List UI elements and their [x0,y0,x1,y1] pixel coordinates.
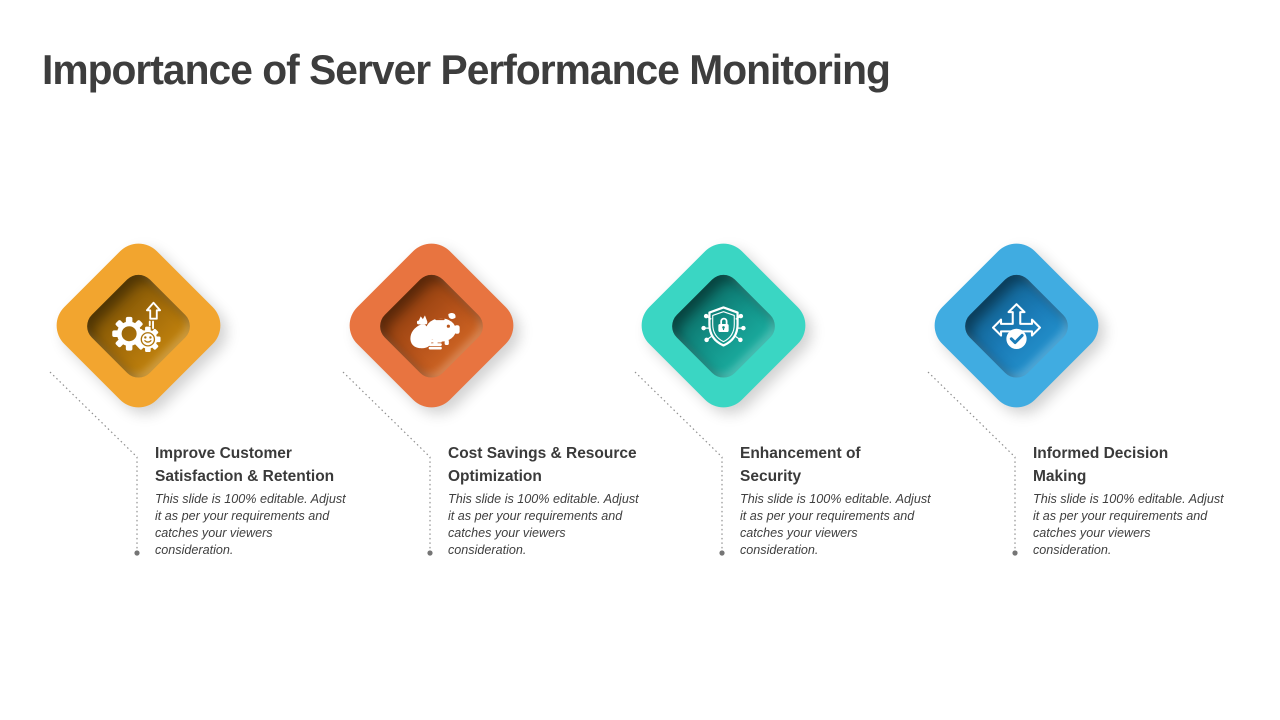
card-heading: Enhancement of Security [740,445,861,485]
card-text-block: Informed Decision Making This slide is 1… [1033,443,1248,559]
diamond-security [630,232,816,418]
card-body: This slide is 100% editable. Adjust it a… [448,492,639,557]
diamond-cost-savings: $ [338,232,524,418]
card-text-block: Enhancement of Security This slide is 10… [740,443,955,559]
card-text-block: Cost Savings & Resource Optimization Thi… [448,443,663,559]
card-heading: Cost Savings & Resource Optimization [448,445,637,485]
gears-smiley-growth-icon [108,295,168,355]
card-improve-customer-satisfaction: Improve Customer Satisfaction & Retentio… [45,230,357,575]
diamond-inner-shape [80,267,196,383]
connector-line [342,371,433,556]
diamond-inner-shape [665,267,781,383]
diamond-outer-shape: $ [338,232,524,418]
diamond-outer-shape [45,232,231,418]
card-text-block: Improve Customer Satisfaction & Retentio… [155,443,370,559]
card-heading: Informed Decision Making [1033,445,1169,485]
diamond-outer-shape [923,232,1109,418]
card-body: This slide is 100% editable. Adjust it a… [1033,492,1224,557]
slide-title: Importance of Server Performance Monitor… [42,46,891,93]
card-security-enhancement: Enhancement of Security This slide is 10… [630,230,942,575]
diamond-inner-shape: $ [373,267,489,383]
card-informed-decision-making: Informed Decision Making This slide is 1… [923,230,1235,575]
connector-line [49,371,140,556]
shield-lock-network-icon [693,295,753,355]
decision-arrows-check-icon [986,295,1046,355]
card-cost-savings-optimization: $ Cost Savings & Resource Optimization T… [338,230,650,575]
connector-line [927,371,1018,556]
diamond-informed-decision [923,232,1109,418]
card-body: This slide is 100% editable. Adjust it a… [740,492,931,557]
svg-text:$: $ [420,331,427,342]
card-heading: Improve Customer Satisfaction & Retentio… [155,445,335,485]
diamond-improve-customer [45,232,231,418]
connector-line [634,371,725,556]
diamond-outer-shape [630,232,816,418]
diamond-inner-shape [958,267,1074,383]
piggy-bank-savings-icon: $ [401,295,461,355]
card-body: This slide is 100% editable. Adjust it a… [155,492,346,557]
